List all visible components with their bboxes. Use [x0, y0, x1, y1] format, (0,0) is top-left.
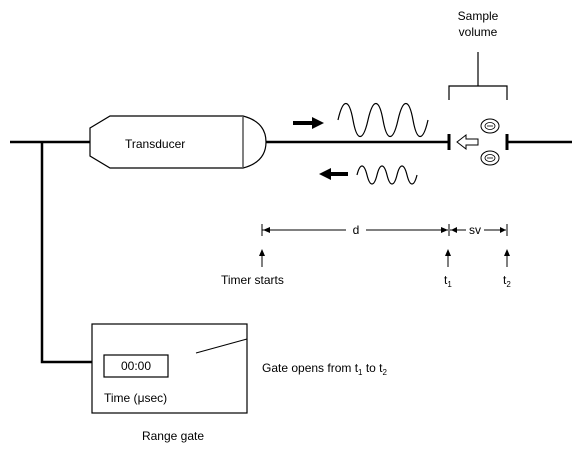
- receive-wave: [356, 165, 418, 185]
- transducer-label: Transducer: [125, 137, 185, 151]
- dimension-arrowhead: [500, 227, 506, 233]
- sample-volume-label-line2: volume: [459, 25, 498, 39]
- time-unit-label: Time (μsec): [104, 391, 167, 405]
- dimension-arrowhead: [441, 227, 448, 233]
- t2-subscript: 2: [506, 280, 511, 289]
- dimension-arrowhead: [263, 227, 270, 233]
- transmit-wave: [337, 102, 429, 138]
- sample-volume-label-line1: Sample: [458, 9, 499, 23]
- gate-wire: [40, 142, 92, 364]
- range-gate-box: 00:00 Time (μsec): [91, 323, 248, 414]
- hollow-arrow-left-icon: [456, 133, 479, 151]
- gate-opens-label: Gate opens from t1 to t2: [262, 361, 388, 377]
- sample-volume-bracket: [448, 52, 508, 100]
- t1-base: t: [444, 273, 448, 287]
- sample-volume-abbrev-label: sv: [469, 223, 481, 237]
- gate-switch-lever: [195, 338, 248, 354]
- arrow-left-icon: [319, 168, 348, 180]
- t2-base: t: [503, 273, 507, 287]
- distance-label: d: [353, 223, 360, 237]
- timer-starts-label: Timer starts: [221, 273, 284, 287]
- dimension-arrowhead: [451, 227, 457, 233]
- blood-cell-icon: [480, 118, 500, 134]
- arrow-right-icon: [293, 117, 324, 129]
- timer-display: [103, 354, 169, 378]
- t1-subscript: 1: [447, 280, 452, 289]
- time-marker-arrows: [259, 249, 510, 267]
- t1-label: t1: [444, 273, 452, 289]
- blood-cell-icon: [480, 150, 500, 166]
- range-gate-label: Range gate: [142, 429, 204, 443]
- t2-label: t2: [503, 273, 511, 289]
- transducer: Transducer: [89, 115, 267, 169]
- timer-display-value: 00:00: [121, 359, 151, 373]
- distance-dimension: [261, 224, 450, 236]
